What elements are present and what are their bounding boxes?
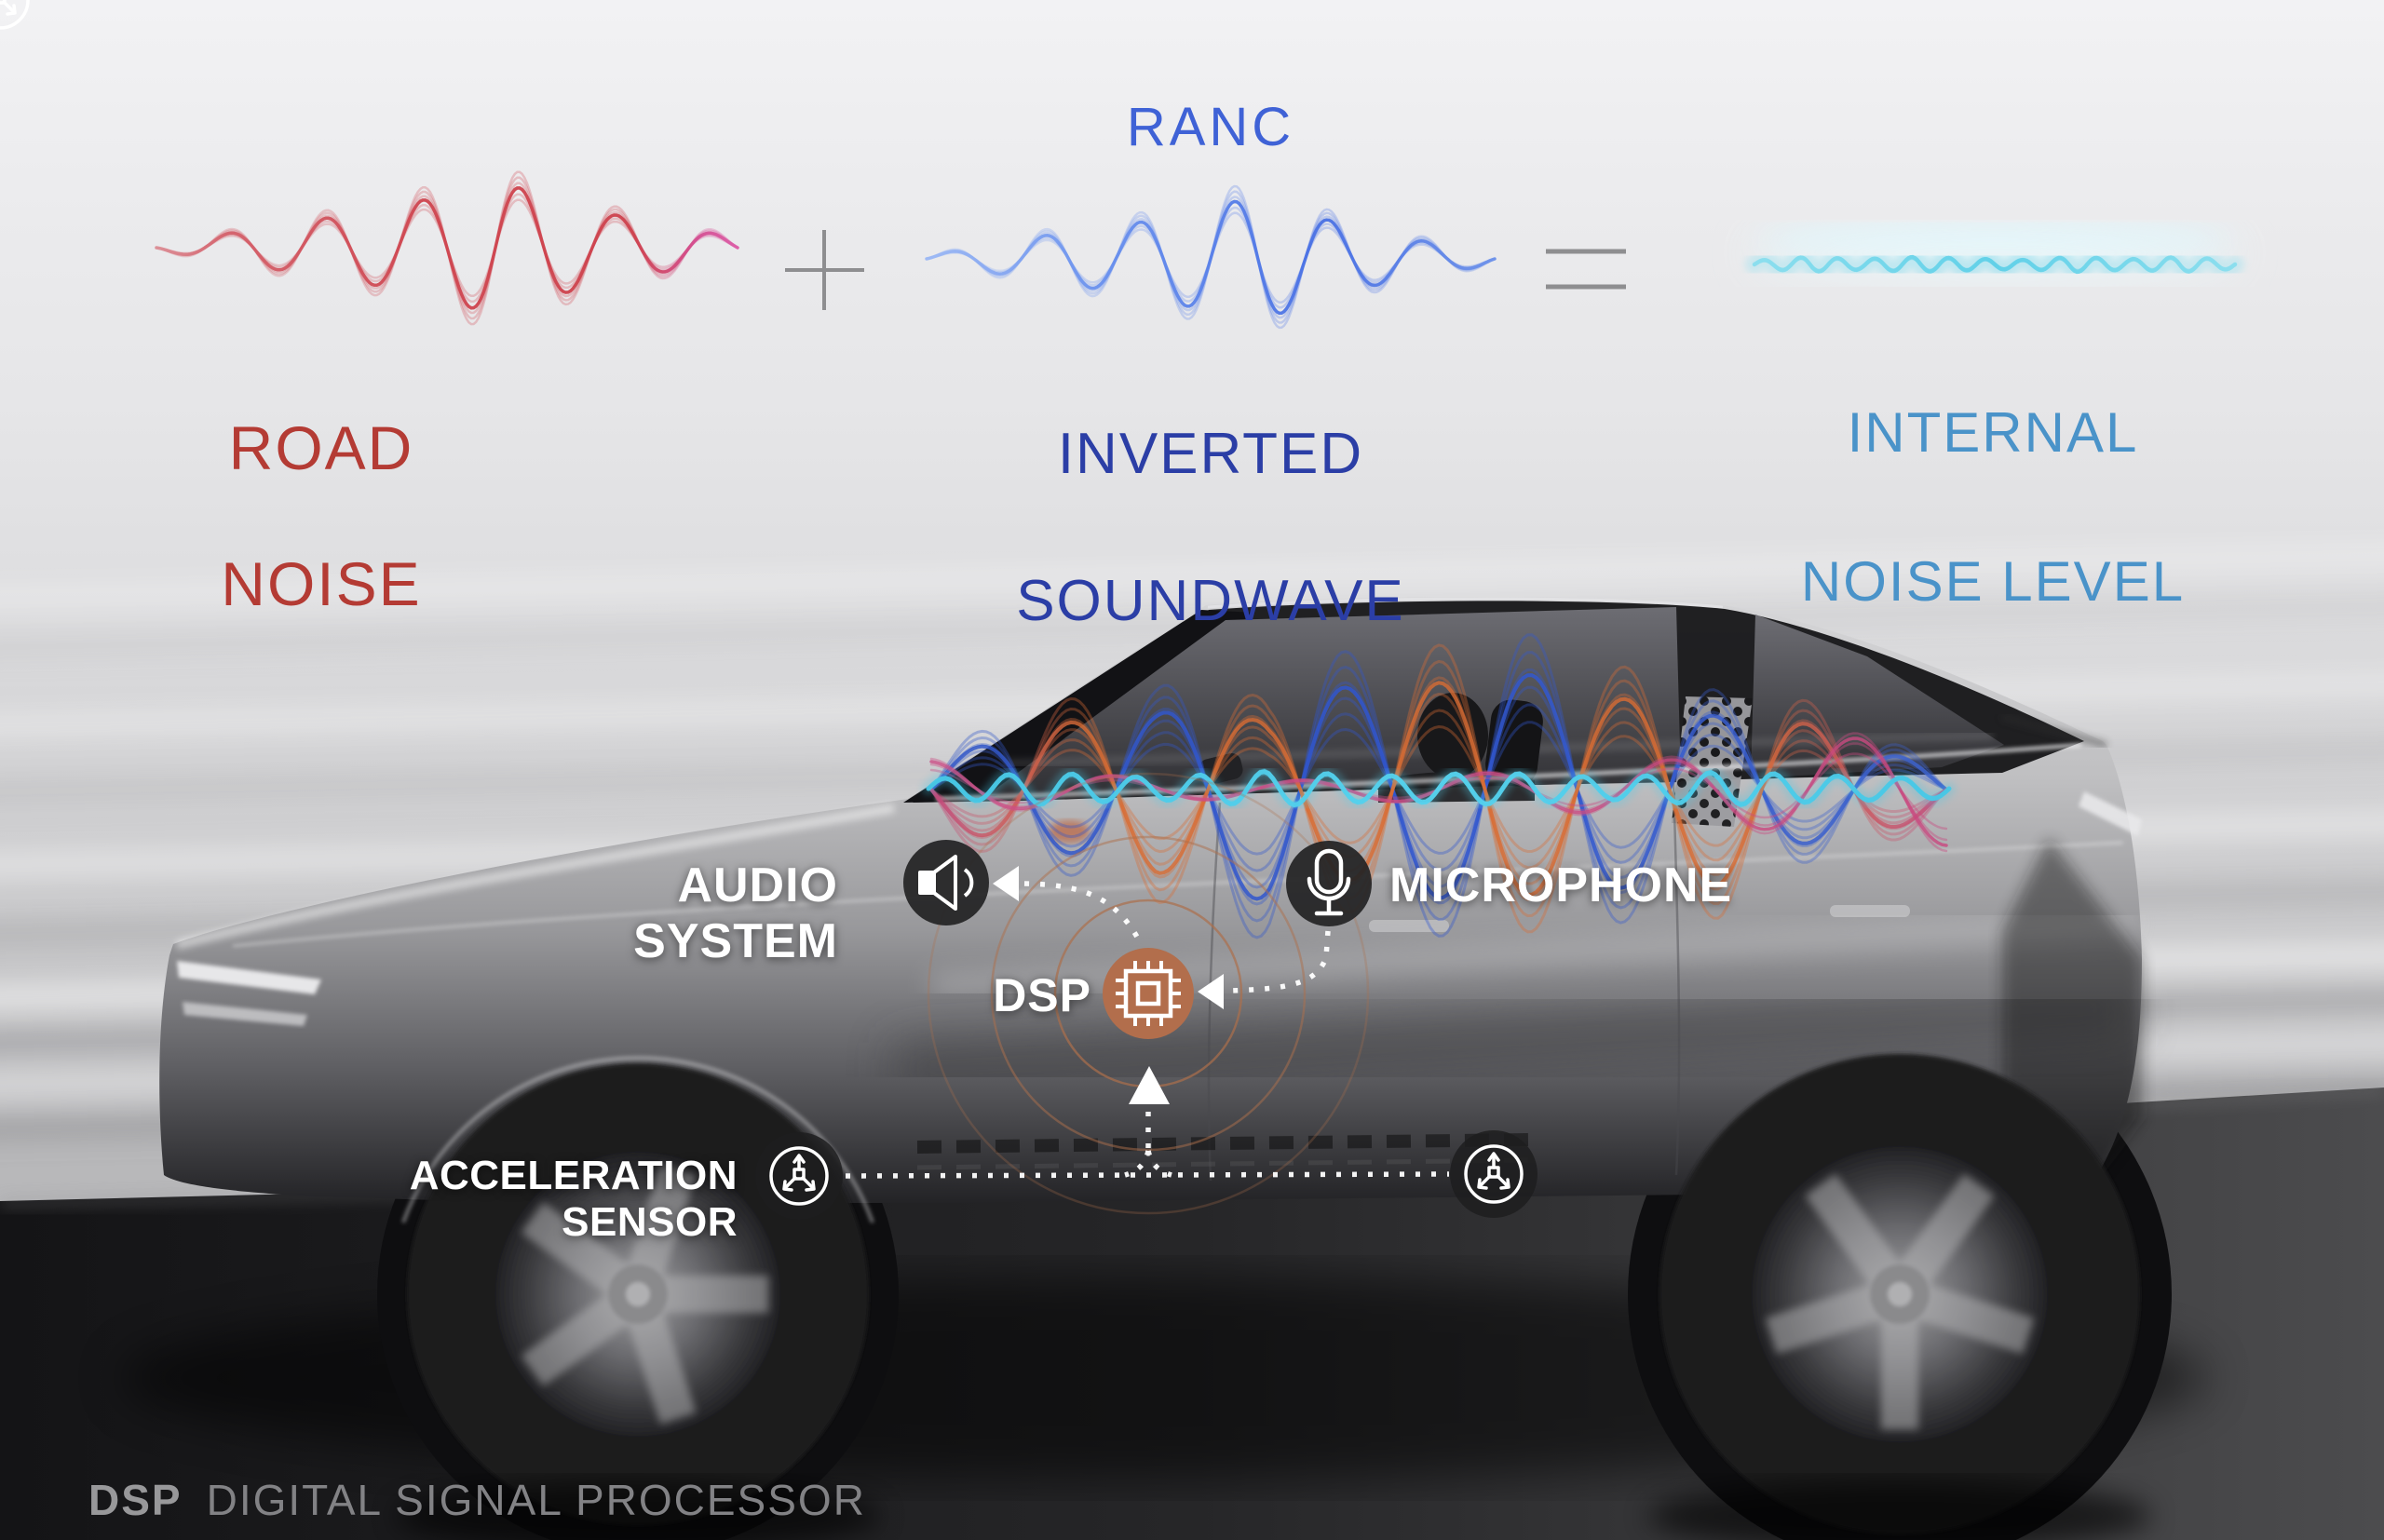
dsp-chip-icon (1116, 961, 1181, 1026)
cabin-cyan-wave (922, 764, 1956, 812)
audio-system-label: AUDIO SYSTEM (633, 858, 838, 968)
inverted-line1: INVERTED (1057, 422, 1364, 486)
cabin-orange-wave-stroke (929, 709, 1948, 870)
cabin-orange-wave-stroke (929, 659, 1948, 918)
acceleration-sensor-label: ACCELERATION SENSOR (409, 1153, 738, 1245)
cabin-blue-wave-stroke (929, 703, 1948, 872)
microphone-badge (1286, 841, 1372, 926)
rear-sensor-badge (1450, 1130, 1537, 1218)
acceleration-sensor-axis-icon (0, 0, 30, 30)
taillight (2079, 791, 2142, 836)
connector-sensor-line (845, 1171, 1450, 1179)
microphone-icon (1307, 848, 1351, 916)
cabin-orange-wave-stroke (929, 681, 1948, 898)
road-noise-line1: ROAD (228, 413, 414, 482)
internal-noise-level-title: INTERNAL NOISE LEVEL (1714, 321, 2272, 694)
cabin-blue-wave-stroke (929, 673, 1948, 901)
internal-line2: NOISE LEVEL (1800, 550, 2186, 613)
cabin-orange-wave (929, 643, 1948, 934)
road-noise-wave (155, 170, 739, 326)
inverted-soundwave-title: INVERTED SOUNDWAVE (931, 344, 1490, 711)
road-noise-wave-stroke (155, 186, 739, 310)
road-noise-title: ROAD NOISE (42, 346, 601, 686)
connector-dsp-to-audio (1023, 881, 1141, 940)
connector-arrows (993, 866, 1224, 1104)
cabin-wave-layer (922, 633, 1956, 939)
rear-wheel (1659, 1054, 2140, 1534)
ranc-wave (925, 184, 1497, 330)
top-wave-layer (155, 170, 2244, 330)
speaker-icon (918, 855, 974, 911)
plus-operator-icon (785, 230, 864, 310)
microphone-label: MICROPHONE (1389, 858, 1733, 912)
inverted-line2: SOUNDWAVE (1016, 569, 1405, 633)
cabin-orange-wave-stroke (929, 643, 1948, 934)
cabin-cyan-wave-stroke (926, 769, 1952, 808)
internal-noise-wave (1745, 248, 2244, 281)
connector-mic-to-dsp (1229, 930, 1331, 993)
headlight (177, 961, 321, 994)
audio-system-badge (903, 840, 989, 925)
front-wheel (407, 1063, 869, 1525)
ranc-title: RANC (1126, 97, 1295, 157)
connectors (845, 881, 1450, 1179)
internal-noise-wave-stroke (1752, 254, 2238, 275)
front-sensor-badge (755, 1132, 843, 1220)
dsp-label: DSP (993, 969, 1091, 1021)
equals-operator-icon (1546, 249, 1626, 290)
footer-legend: DSP DIGITAL SIGNAL PROCESSOR (88, 1425, 866, 1525)
cabin-orange-wave-stroke (929, 724, 1948, 854)
footer-dsp-full: DIGITAL SIGNAL PROCESSOR (206, 1476, 866, 1524)
cabin-blue-wave-stroke (929, 721, 1948, 856)
road-noise-line2: NOISE (221, 549, 422, 618)
arrow-left-icon (993, 866, 1019, 901)
rocker-vents (916, 1133, 1533, 1154)
ranc-wave-stroke (925, 199, 1497, 316)
arrow-up-icon (1129, 1066, 1170, 1104)
front-door-handle (1369, 920, 1449, 932)
internal-line1: INTERNAL (1847, 401, 2139, 464)
rear-door-handle (1830, 905, 1910, 917)
footer-dsp-abbr: DSP (88, 1476, 183, 1524)
arrow-left-icon (1198, 974, 1224, 1009)
